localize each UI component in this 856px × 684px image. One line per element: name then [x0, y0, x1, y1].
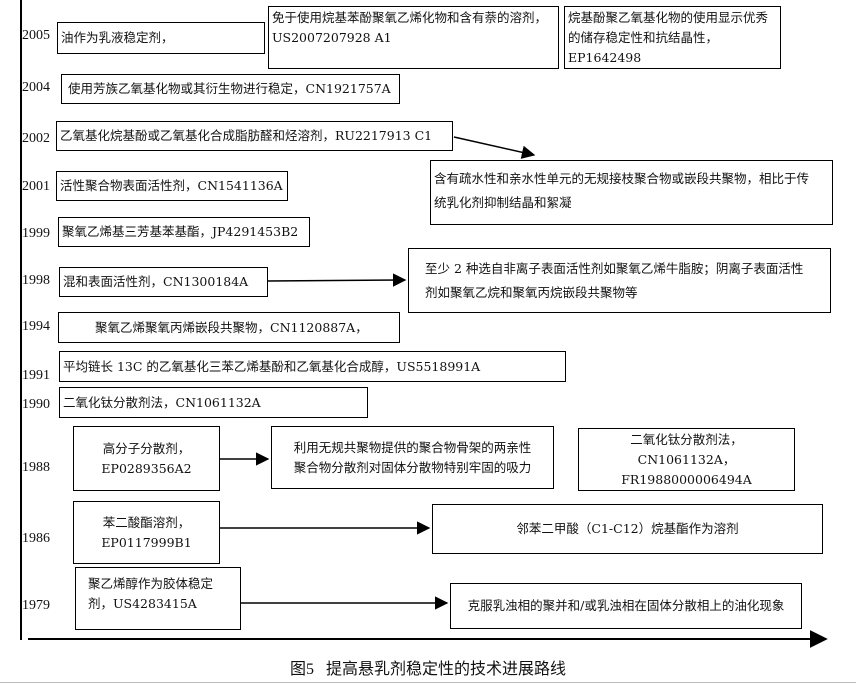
box-text-line2: 聚合物分散剂对固体分散物特别牢固的吸力	[293, 459, 532, 475]
box-1998-nonionic-anionic-surfactants: 至少 2 种选自非离子表面活性剂如聚氧乙烯牛脂胺；阴离子表面活性 剂如聚氧乙烷和…	[408, 248, 831, 313]
arrow-1998-to-surfactants	[267, 273, 407, 287]
box-1998-mixed-surfactant: 混和表面活性剂，CN1300184A	[59, 267, 268, 297]
box-text-line1: 苯二酸酯溶剂，	[102, 514, 191, 530]
box-text: 乙氧基化烷基酚或乙氧基化合成脂肪醛和烃溶剂，RU2217913 C1	[60, 128, 433, 143]
box-2002-ethoxylated-alkylphenol: 乙氧基化烷基酚或乙氧基化合成脂肪醛和烃溶剂，RU2217913 C1	[56, 121, 453, 151]
box-1990-titanium-dioxide-dispersant: 二氧化钛分散剂法，CN1061132A	[59, 387, 368, 418]
box-2004-aromatic-ethoxylate: 使用芳族乙氧基化物或其衍生物进行稳定，CN1921757A	[61, 74, 400, 104]
box-text-line2: 剂如聚氧乙烷和聚氧丙烷嵌段共聚物等	[425, 285, 638, 300]
year-label-2002: 2002	[22, 131, 50, 146]
box-text-line2: 剂，US4283415A	[88, 596, 197, 611]
figure-number: 图5	[289, 661, 314, 678]
year-label-1979: 1979	[22, 598, 50, 613]
box-text-line1: 二氧化钛分散剂法，	[630, 431, 743, 447]
box-text-line2: 的储存稳定性和抗结晶性，EP1642498	[568, 30, 719, 65]
box-text-line2: EP0117999B1	[101, 534, 192, 550]
box-2005-alkylphenol-ethoxylate: 烷基酚聚乙氧基化物的使用显示优秀 的储存稳定性和抗结晶性，EP1642498	[564, 6, 781, 69]
year-label-2004: 2004	[22, 80, 50, 95]
box-1986-alkyl-phthalate-solvent: 邻苯二甲酸（C1-C12）烷基酯作为溶剂	[432, 504, 823, 554]
box-1991-tristyrylphenol-ethoxylate: 平均链长 13C 的乙氧基化三苯乙烯基酚和乙氧基化合成醇，US5518991A	[59, 351, 566, 382]
box-text-line1: 聚乙烯醇作为胶体稳定	[88, 576, 214, 591]
year-label-1988: 1988	[22, 460, 50, 475]
year-label-1998: 1998	[22, 273, 50, 288]
box-text-line1: 免于使用烷基苯酚聚氧乙烯化物和含有萘的溶剂，	[272, 10, 548, 25]
box-text-line1: 高分子分散剂，	[102, 440, 191, 456]
year-label-1991: 1991	[22, 368, 50, 383]
year-label-1994: 1994	[22, 319, 50, 334]
arrow-2002-to-copolymer	[453, 136, 536, 159]
figure-caption: 图5 提高悬乳剂稳定性的技术进展路线	[0, 658, 856, 681]
box-2001-polymer-surfactant: 活性聚合物表面活性剂，CN1541136A	[56, 171, 288, 201]
box-text: 克服乳浊相的聚并和/或乳浊相在固体分散相上的油化现象	[467, 598, 785, 613]
box-2005-oil-emulsion-stabilizer: 油作为乳液稳定剂，CN101282648A	[57, 22, 265, 54]
year-label-2005: 2005	[22, 28, 50, 43]
box-1979-overcome-coalescence: 克服乳浊相的聚并和/或乳浊相在固体分散相上的油化现象	[450, 583, 802, 629]
box-text: 油作为乳液稳定剂，CN101282648A	[61, 30, 174, 45]
box-text-line2: US2007207928 A1	[272, 30, 392, 45]
box-text: 平均链长 13C 的乙氧基化三苯乙烯基酚和乙氧基化合成醇，US5518991A	[63, 359, 481, 374]
box-1988-titanium-dioxide-dispersant: 二氧化钛分散剂法， CN1061132A，FR1988000006494A	[578, 428, 795, 491]
box-text: 活性聚合物表面活性剂，CN1541136A	[60, 178, 283, 193]
box-2002-random-graft-copolymer: 含有疏水性和亲水性单元的无规接枝聚合物或嵌段共聚物，相比于传 统乳化剂抑制结晶和…	[430, 160, 833, 225]
box-text: 二氧化钛分散剂法，CN1061132A	[63, 395, 261, 410]
bottom-divider	[0, 682, 856, 683]
year-label-1999: 1999	[22, 226, 50, 241]
box-1988-polymer-dispersant: 高分子分散剂， EP0289356A2	[73, 426, 220, 491]
box-text-line1: 利用无规共聚物提供的聚合物骨架的两亲性	[293, 439, 532, 455]
box-text: 混和表面活性剂，CN1300184A	[63, 274, 249, 289]
box-1988-amphiphilic-polymer-dispersant: 利用无规共聚物提供的聚合物骨架的两亲性 聚合物分散剂对固体分散物特别牢固的吸力	[271, 426, 554, 489]
timeline-vertical-axis	[20, 0, 22, 640]
box-1979-pva-colloid-stabilizer: 聚乙烯醇作为胶体稳定 剂，US4283415A	[75, 567, 241, 630]
box-text-line2: EP0289356A2	[101, 460, 192, 476]
box-text-line2: 统乳化剂抑制结晶和絮凝	[434, 195, 572, 210]
box-text: 使用芳族乙氧基化物或其衍生物进行稳定，CN1921757A	[68, 81, 391, 96]
box-text: 邻苯二甲酸（C1-C12）烷基酯作为溶剂	[516, 521, 739, 536]
year-label-1986: 1986	[22, 531, 50, 546]
box-1994-block-copolymer: 聚氧乙烯聚氧丙烯嵌段共聚物，CN1120887A，	[58, 312, 400, 343]
box-2005-solvent-free: 免于使用烷基苯酚聚氧乙烯化物和含有萘的溶剂， US2007207928 A1	[268, 6, 559, 69]
box-text: 聚氧乙烯聚氧丙烯嵌段共聚物，CN1120887A，	[95, 320, 368, 335]
year-label-2001: 2001	[22, 179, 50, 194]
box-1986-phthalate-solvent: 苯二酸酯溶剂， EP0117999B1	[73, 501, 220, 564]
box-1999-triaryl-phenyl-ester: 聚氧乙烯基三芳基苯基酯，JP4291453B2	[58, 217, 310, 247]
box-text-line1: 至少 2 种选自非离子表面活性剂如聚氧乙烯牛脂胺；阴离子表面活性	[425, 261, 804, 276]
figure-title: 提高悬乳剂稳定性的技术进展路线	[326, 659, 567, 678]
box-text-line1: 烷基酚聚乙氧基化物的使用显示优秀	[568, 10, 769, 25]
box-text-line2: CN1061132A，FR1988000006494A	[621, 451, 752, 487]
year-label-1990: 1990	[22, 397, 50, 412]
box-text: 聚氧乙烯基三芳基苯基酯，JP4291453B2	[62, 224, 299, 239]
box-text-line1: 含有疏水性和亲水性单元的无规接枝聚合物或嵌段共聚物，相比于传	[434, 171, 810, 186]
